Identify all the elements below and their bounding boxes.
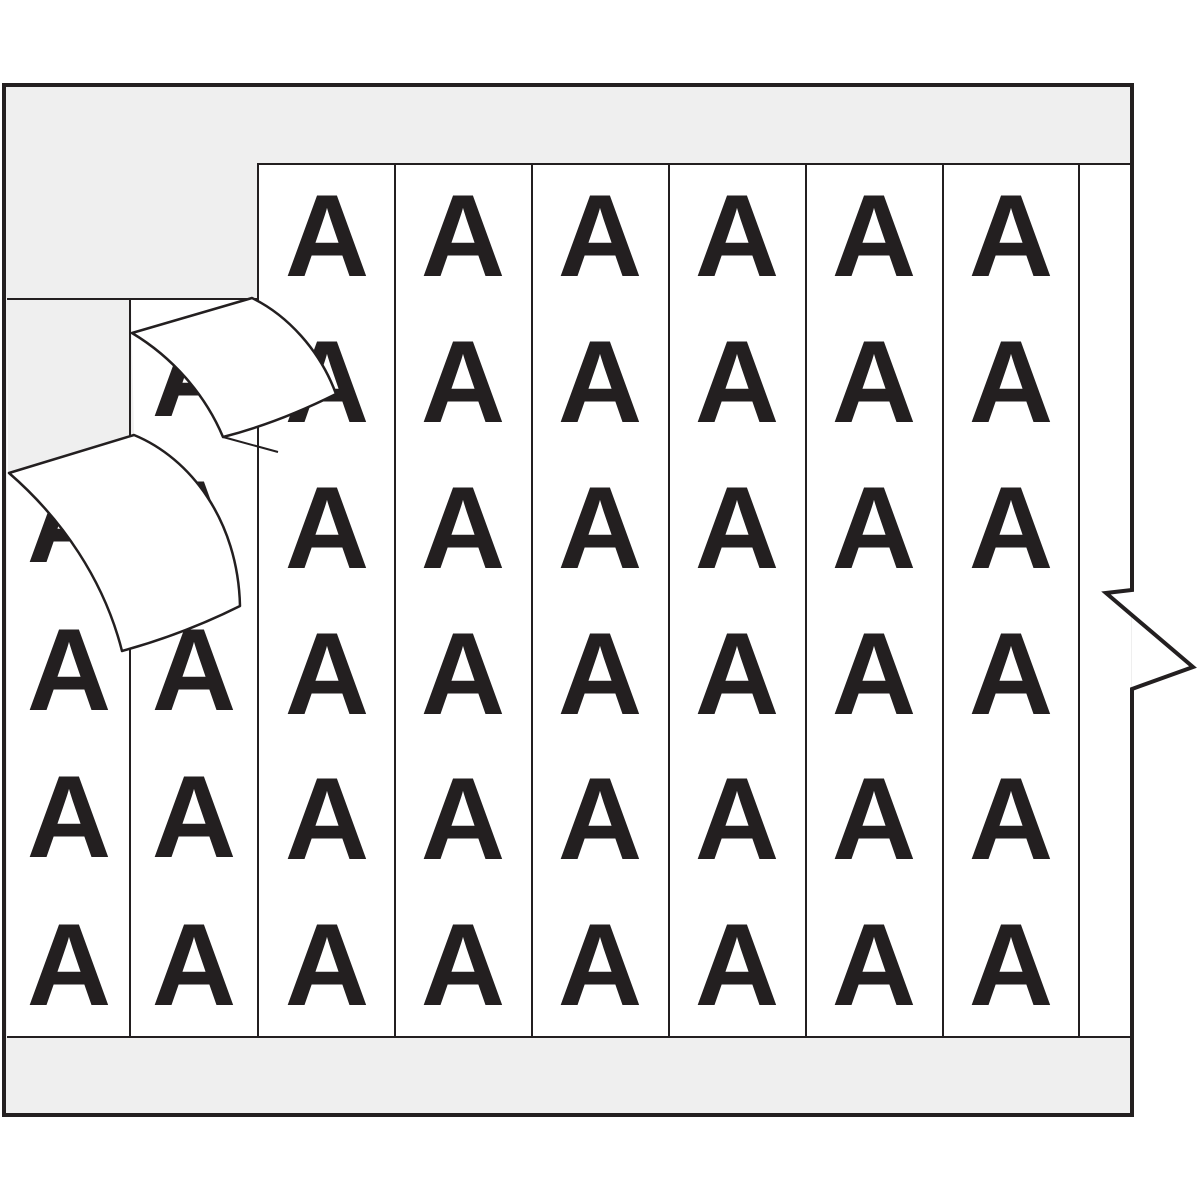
marker-letter: A — [832, 753, 917, 884]
marker-letter: A — [969, 899, 1054, 1030]
marker-letter: A — [969, 316, 1054, 447]
marker-letter: A — [969, 608, 1054, 739]
marker-letter: A — [832, 316, 917, 447]
upper-peel-flap-line — [222, 436, 279, 453]
marker-letter: A — [27, 751, 112, 882]
peeling-label-lower — [7, 433, 242, 653]
marker-letter: A — [695, 316, 780, 447]
marker-letter: A — [421, 462, 506, 593]
marker-letter: A — [832, 170, 917, 301]
marker-letter: A — [27, 899, 112, 1030]
peeling-label-upper — [130, 296, 338, 439]
marker-letter: A — [832, 608, 917, 739]
marker-letter: A — [969, 462, 1054, 593]
marker-letter: A — [969, 753, 1054, 884]
marker-letter: A — [285, 170, 370, 301]
marker-letter: A — [695, 753, 780, 884]
marker-letter: A — [27, 604, 112, 735]
marker-letter: A — [152, 899, 237, 1030]
marker-letter: A — [695, 899, 780, 1030]
marker-letter: A — [421, 170, 506, 301]
marker-letter: A — [285, 753, 370, 884]
marker-letter: A — [969, 170, 1054, 301]
marker-letter: A — [285, 608, 370, 739]
marker-letter: A — [421, 899, 506, 1030]
marker-letter: A — [558, 899, 643, 1030]
marker-letter: A — [285, 462, 370, 593]
marker-letter: A — [421, 316, 506, 447]
card-border — [2, 83, 1197, 1117]
marker-letter: A — [421, 753, 506, 884]
peeled-area-backing — [7, 298, 134, 474]
marker-letter: A — [695, 608, 780, 739]
marker-letter: A — [152, 751, 237, 882]
marker-letter: A — [695, 170, 780, 301]
marker-letter: A — [558, 608, 643, 739]
marker-letter: A — [558, 753, 643, 884]
marker-letter: A — [421, 608, 506, 739]
marker-letter: A — [285, 899, 370, 1030]
marker-letter: A — [832, 899, 917, 1030]
marker-letter: A — [558, 170, 643, 301]
marker-letter: A — [558, 316, 643, 447]
marker-letter: A — [695, 462, 780, 593]
arrow-tab-fill — [1108, 591, 1190, 687]
label-strips-right — [257, 163, 1131, 1037]
marker-letter: A — [558, 462, 643, 593]
marker-letter: A — [832, 462, 917, 593]
